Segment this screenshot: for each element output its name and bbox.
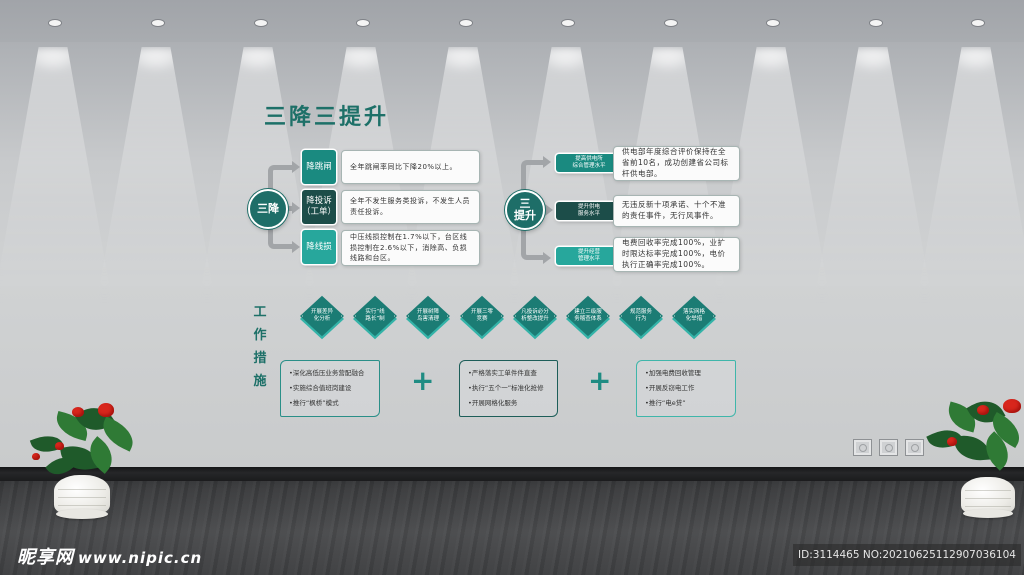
arrow-right-icon [543,156,551,168]
plus-icon: + [411,364,435,397]
reduce-hub-label: 三降 [257,201,279,215]
diamond-label: 落实网格 化举措 [682,308,705,322]
reduce-desc-lineloss: 中压线损控制在1.7%以下，台区线损控制在2.6%以下，消除高、负损线路和台区。 [341,230,480,266]
label-char: 工 [253,305,267,320]
label-char: 作 [253,328,267,343]
measure-box: •严格落实工单件件直查 •执行“五个一”标准化抢修 •开展网格化服务 [459,360,558,417]
tag-label: 提升供电 服务水平 [577,204,600,217]
diamond-item: 开展差异 化分析 [294,295,350,340]
desc-text: 全年跳闸率同比下降20%以上。 [350,162,458,171]
arrow-right-icon [545,204,553,216]
diamond-item: 落实网格 化举措 [666,295,722,340]
spotlight-icon [49,20,61,26]
tag-label: 降线损 [306,241,332,252]
improve-tag-operation: 提升经营 管理水平 [556,247,622,265]
diamond-label: 建立三级服 务稽查体系 [574,308,602,322]
spotlight-icon [357,20,369,26]
diamond-item: 规范服务 行为 [613,295,669,340]
spotlight-icon [562,20,574,26]
improve-tag-management: 提高供电所 综合管理水平 [556,154,622,172]
improve-hub-label: 三 [519,196,531,210]
measure-item: •加强电费回收管理 [645,369,701,377]
improve-tag-service: 提升供电 服务水平 [556,202,622,220]
measure-item: •实施综合值班岗建设 [289,384,352,392]
measure-box: •加强电费回收管理 •开展反窃电工作 •推行“电e贷” [636,360,736,417]
improve-desc-management: 供电部年度综合评价保持在全省前10名，成功创建省公司标杆供电部。 [613,146,740,181]
diamond-label: 规范服务 行为 [629,308,652,322]
diamond-item: 开展三零 竞赛 [454,295,510,340]
diamond-label: 开展树障 鸟害清理 [416,308,439,322]
spotlight-icon [152,20,164,26]
image-id-label: ID:3114465 NO:20210625112907036104 [793,544,1021,566]
spotlight-icon [972,20,984,26]
reduce-tag-trip: 降跳闸 [302,150,336,184]
wall-socket-icon [853,439,872,456]
diamond-item: 开展树障 鸟害清理 [400,295,456,340]
improve-desc-operation: 电费回收率完成100%，业扩时限达标率完成100%，电价执行正确率完成100%。 [613,237,740,272]
watermark-brand: 昵享网 [17,547,74,568]
spotlight-icon [870,20,882,26]
improve-desc-service: 无违反新十项承诺、十个不准的责任事件，无行风事件。 [613,195,740,227]
reduce-desc-trip: 全年跳闸率同比下降20%以上。 [341,150,480,184]
tag-label: 提升经营 管理水平 [577,249,600,262]
label-char: 措 [253,351,267,366]
reduce-tag-complaint: 降投诉 （工单） [302,190,336,224]
diamond-label: 凡投诉必分 析整改提升 [521,308,549,322]
diamond-item: 实行“线 路长”制 [347,295,403,340]
tag-label: 提高供电所 综合管理水平 [572,156,606,169]
potted-plant-icon [20,395,140,525]
improve-hub-label: 提升 [514,209,536,222]
measure-item: •推行“枫桥”模式 [289,399,339,407]
desc-text: 中压线损控制在1.7%以下，台区线损控制在2.6%以下，消除高、负损线路和台区。 [350,232,468,263]
plus-icon: + [588,364,612,397]
measure-item: •推行“电e贷” [645,399,686,407]
spotlight-icon [767,20,779,26]
connector-stub [285,206,294,211]
desc-text: 全年不发生服务类投诉，不发生人员责任投诉。 [350,197,470,216]
watermark-url: www.nipic.cn [78,549,203,567]
diamond-item: 凡投诉必分 析整改提升 [507,295,563,340]
spotlight-icon [460,20,472,26]
measure-item: •严格落实工单件件直查 [468,369,537,377]
ceiling-band [0,0,1024,42]
page-title: 三降三提升 [264,105,390,130]
reduce-hub: 三降 [248,189,288,229]
arrow-right-icon [292,241,300,253]
label-char: 施 [253,374,267,389]
potted-plant-icon [925,393,1024,523]
measure-box: •深化高低压业务营配融合 •实施综合值班岗建设 •推行“枫桥”模式 [280,360,380,417]
wall-socket-icon [905,439,924,456]
spotlight-icon [665,20,677,26]
diamond-label: 开展差异 化分析 [310,308,333,322]
arrow-right-icon [292,202,300,214]
reduce-tag-lineloss: 降线损 [302,230,336,264]
arrow-right-icon [543,252,551,264]
improve-hub: 三 提升 [505,190,545,230]
desc-text: 供电部年度综合评价保持在全省前10名，成功创建省公司标杆供电部。 [622,147,729,178]
reduce-desc-complaint: 全年不发生服务类投诉，不发生人员责任投诉。 [341,190,480,224]
measure-item: •执行“五个一”标准化抢修 [468,384,544,392]
spotlight-icon [255,20,267,26]
diamond-label: 开展三零 竞赛 [470,308,493,322]
measure-item: •开展反窃电工作 [645,384,695,392]
tag-label: 降投诉 （工单） [302,196,337,217]
arrow-right-icon [292,161,300,173]
desc-text: 电费回收率完成100%，业扩时限达标率完成100%，电价执行正确率完成100%。 [622,238,726,269]
wall-socket-icon [879,439,898,456]
baseboard [0,467,1024,481]
tag-label: 降跳闸 [306,161,332,172]
diamond-item: 建立三级服 务稽查体系 [560,295,616,340]
measures-label: 工 作 措 施 [252,301,268,393]
measure-item: •开展网格化服务 [468,399,518,407]
diamond-label: 实行“线 路长”制 [365,308,385,322]
desc-text: 无违反新十项承诺、十个不准的责任事件，无行风事件。 [622,200,726,220]
measure-item: •深化高低压业务营配融合 [289,369,365,377]
